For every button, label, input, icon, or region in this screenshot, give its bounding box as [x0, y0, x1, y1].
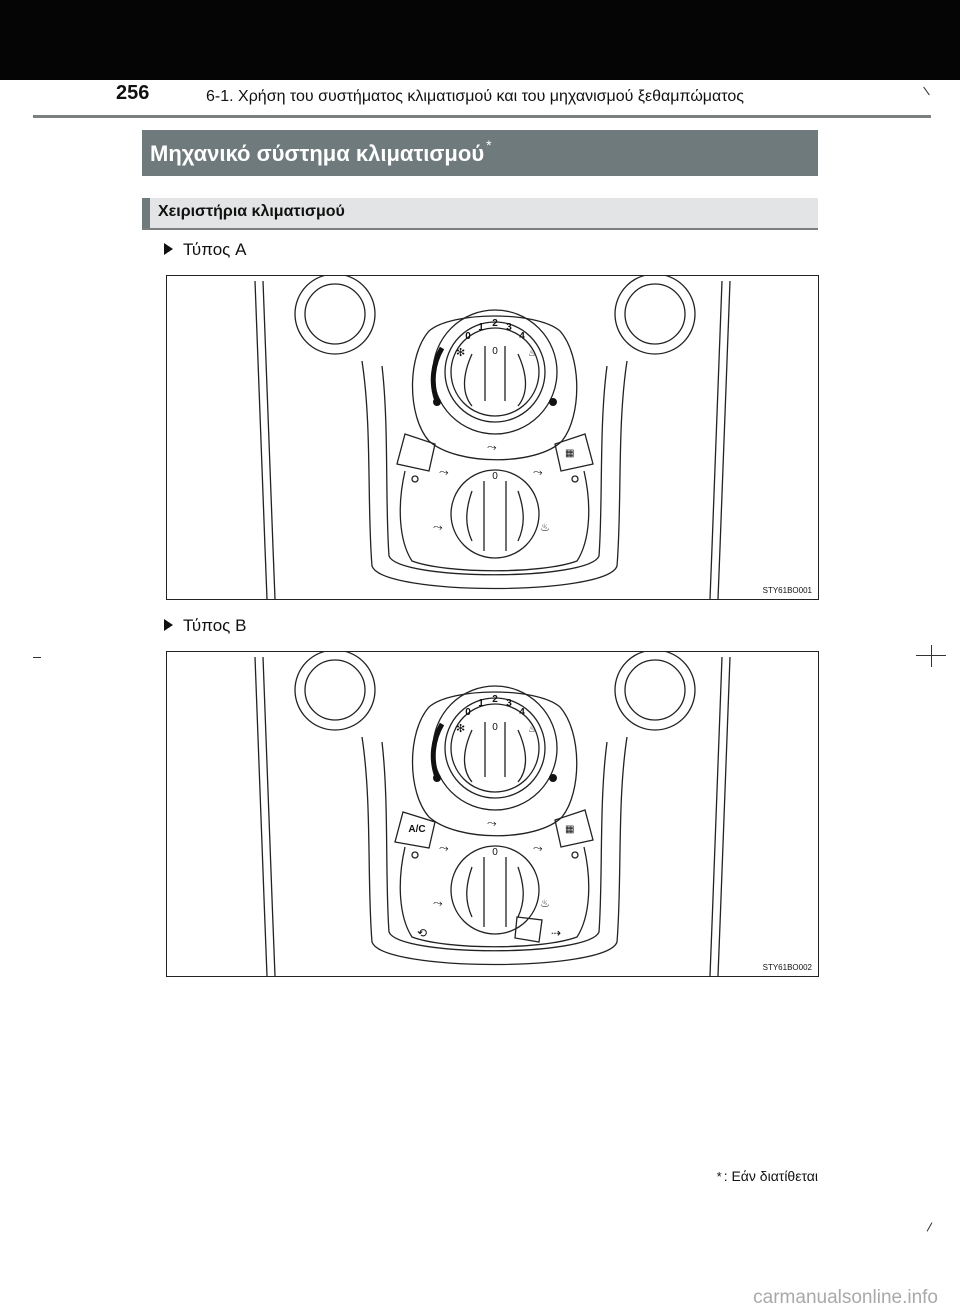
- fan-scale-2: 2: [492, 694, 498, 705]
- type-a-label-text: Τύπος A: [183, 240, 247, 259]
- type-b-label-text: Τύπος B: [183, 616, 247, 635]
- triangle-bullet-icon: [164, 243, 173, 255]
- subsection-title: Χειριστήρια κλιματισμού: [158, 203, 345, 220]
- crop-mark: [923, 86, 930, 96]
- footnote: *: Εάν διατίθεται: [717, 1168, 818, 1184]
- figure-type-b: 0 1 2 3 4 0 0 A/C ✻ ♨ ⤳ ⤳ ⤳ ⤳ ♨ ▦ ⟲ ⇢ ST…: [166, 651, 819, 977]
- triangle-bullet-icon: [164, 619, 173, 631]
- fan-scale-2: 2: [492, 318, 498, 329]
- running-head: 6-1. Χρήση του συστήματος κλιματισμού κα…: [206, 88, 744, 105]
- section-title-text: Μηχανικό σύστημα κλιματισμού: [150, 141, 485, 166]
- type-a-label: Τύπος A: [164, 240, 246, 260]
- fan-icon: ✻: [456, 347, 465, 359]
- crop-mark: [33, 657, 41, 658]
- foot-defrost-icon: ⤳: [533, 841, 543, 855]
- control-panel-illustration-b: 0 1 2 3 4 0 0 A/C ✻ ♨ ⤳ ⤳ ⤳ ⤳ ♨ ▦ ⟲ ⇢: [254, 652, 731, 976]
- defrost-icon: ♨: [528, 724, 536, 734]
- type-b-label: Τύπος B: [164, 616, 246, 636]
- figure-code: STY61BO001: [762, 586, 812, 595]
- fan-scale-4: 4: [519, 707, 525, 718]
- section-title: Μηχανικό σύστημα κλιματισμού*: [150, 137, 492, 167]
- defrost-icon: ♨: [540, 898, 550, 910]
- page-number: 256: [116, 82, 150, 104]
- fan-scale-1: 1: [478, 698, 484, 709]
- subsection-accent: [142, 198, 150, 228]
- bi-level-icon: ⤳: [439, 841, 449, 855]
- subsection-header: Χειριστήρια κλιματισμού: [142, 198, 818, 230]
- availability-marker: *: [486, 137, 492, 153]
- bi-level-icon: ⤳: [439, 465, 449, 479]
- face-vent-icon: ⤳: [487, 440, 497, 454]
- defrost-icon: ♨: [528, 348, 536, 358]
- header-rule: [33, 115, 931, 118]
- foot-vent-icon: ⤳: [433, 896, 443, 910]
- mode-dial-mark: 0: [492, 847, 498, 858]
- fan-scale-0: 0: [465, 707, 471, 718]
- fan-scale-3: 3: [506, 698, 512, 709]
- recirculation-icon: ⟲: [417, 926, 427, 940]
- figure-type-a: 0 1 2 3 4 0 0 ✻ ♨ ⤳ ⤳ ⤳ ⤳ ♨ ▦ STY61BO001: [166, 275, 819, 600]
- mode-dial-mark: 0: [492, 471, 498, 482]
- ac-button-label: A/C: [408, 824, 425, 835]
- rear-defog-icon: ▦: [565, 824, 574, 835]
- fan-icon: ✻: [456, 723, 465, 735]
- figure-code: STY61BO002: [762, 963, 812, 972]
- fan-scale-4: 4: [519, 331, 525, 342]
- footnote-text: : Εάν διατίθεται: [723, 1168, 818, 1184]
- fan-scale-1: 1: [478, 322, 484, 333]
- rear-defog-icon: ▦: [565, 448, 574, 459]
- defrost-icon: ♨: [540, 522, 550, 534]
- watermark: carmanualsonline.info: [753, 1287, 938, 1308]
- foot-defrost-icon: ⤳: [533, 465, 543, 479]
- fan-scale-0: 0: [465, 331, 471, 342]
- fan-scale-3: 3: [506, 322, 512, 333]
- foot-vent-icon: ⤳: [433, 520, 443, 534]
- crop-mark: [926, 1222, 933, 1232]
- face-vent-icon: ⤳: [487, 816, 497, 830]
- fan-dial-mark: 0: [492, 346, 498, 357]
- fresh-air-icon: ⇢: [551, 926, 561, 940]
- footnote-marker: *: [716, 1169, 722, 1184]
- section-header: Μηχανικό σύστημα κλιματισμού*: [142, 130, 818, 176]
- control-panel-illustration-a: 0 1 2 3 4 0 0 ✻ ♨ ⤳ ⤳ ⤳ ⤳ ♨ ▦: [254, 276, 731, 599]
- fan-dial-mark: 0: [492, 722, 498, 733]
- crop-mark: [931, 645, 932, 667]
- top-black-band: [0, 0, 960, 80]
